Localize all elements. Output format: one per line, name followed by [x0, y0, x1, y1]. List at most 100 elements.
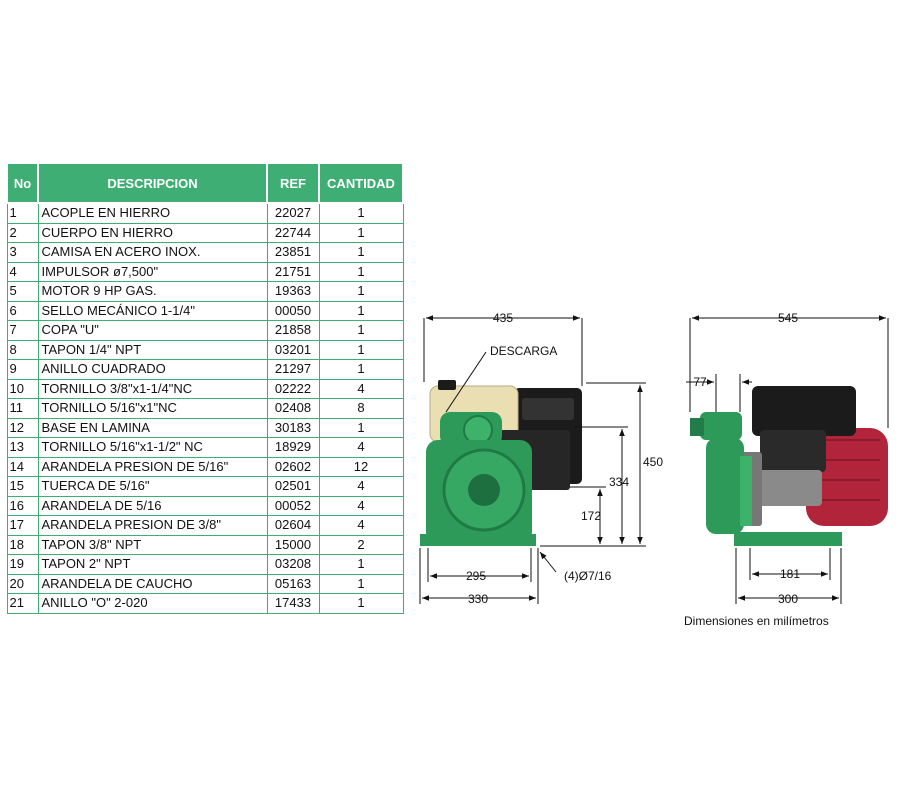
- table-header-row: No DESCRIPCION REF CANTIDAD: [6, 162, 404, 204]
- cell-no: 20: [6, 573, 39, 594]
- cell-ref: 22027: [266, 202, 320, 224]
- cell-description: COPA "U": [37, 320, 268, 341]
- engine-cover: [806, 428, 888, 526]
- pump-discharge-side: [700, 412, 742, 440]
- cell-quantity: 12: [318, 456, 404, 477]
- dim-base-outer-front: 330: [468, 592, 488, 606]
- cell-description: ARANDELA PRESION DE 3/8": [37, 515, 268, 536]
- cell-no: 8: [6, 339, 39, 360]
- cell-description: TUERCA DE 5/16": [37, 476, 268, 497]
- cell-quantity: 4: [318, 476, 404, 497]
- fuel-cap: [438, 380, 456, 390]
- dimensions-caption: Dimensiones en milímetros: [684, 614, 829, 628]
- cell-description: TAPON 1/4" NPT: [37, 339, 268, 360]
- cell-quantity: 1: [318, 222, 404, 243]
- dim-height-discharge: 334: [609, 475, 629, 489]
- dim-offset-side: 77: [693, 375, 707, 389]
- cell-no: 17: [6, 515, 39, 536]
- side-view: 545 77 181 300: [686, 311, 889, 606]
- dim-base-inner-side: 181: [780, 567, 800, 581]
- cell-description: TAPON 2" NPT: [37, 554, 268, 575]
- cell-no: 16: [6, 495, 39, 516]
- leader-line: [539, 551, 557, 573]
- label-discharge: DESCARGA: [490, 344, 557, 358]
- cell-no: 18: [6, 534, 39, 555]
- engine-crankcase: [752, 470, 822, 506]
- cover-vents: [816, 439, 880, 501]
- cell-quantity: 1: [318, 593, 404, 614]
- dim-height-total: 450: [643, 455, 663, 469]
- header-no: No: [6, 162, 39, 204]
- engine-detail: [522, 398, 574, 420]
- suction-inlet: [468, 474, 500, 506]
- cell-no: 14: [6, 456, 39, 477]
- cell-quantity: 4: [318, 437, 404, 458]
- cell-description: SELLO MECÁNICO 1-1/4": [37, 300, 268, 321]
- pump-base: [420, 534, 536, 546]
- cell-ref: 21751: [266, 261, 320, 282]
- dim-base-outer-side: 300: [778, 592, 798, 606]
- cell-description: TORNILLO 5/16"x1-1/2" NC: [37, 437, 268, 458]
- cell-no: 19: [6, 554, 39, 575]
- cell-quantity: 1: [318, 281, 404, 302]
- cell-no: 9: [6, 359, 39, 380]
- cell-quantity: 1: [318, 261, 404, 282]
- cell-no: 6: [6, 300, 39, 321]
- cell-quantity: 1: [318, 300, 404, 321]
- cell-description: ACOPLE EN HIERRO: [37, 202, 268, 224]
- cell-no: 1: [6, 202, 39, 224]
- cell-ref: 00052: [266, 495, 320, 516]
- cell-ref: 19363: [266, 281, 320, 302]
- cell-quantity: 1: [318, 359, 404, 380]
- cell-quantity: 4: [318, 378, 404, 399]
- cell-ref: 03201: [266, 339, 320, 360]
- dim-top-width-side: 545: [778, 311, 798, 325]
- discharge-flange-side: [690, 418, 704, 436]
- cell-quantity: 1: [318, 202, 404, 224]
- base-side: [734, 532, 842, 546]
- cell-quantity: 8: [318, 398, 404, 419]
- dim-holes: (4)Ø7/16: [564, 569, 612, 583]
- cell-ref: 02604: [266, 515, 320, 536]
- cell-quantity: 4: [318, 495, 404, 516]
- cell-ref: 02222: [266, 378, 320, 399]
- dim-base-inner-front: 295: [466, 569, 486, 583]
- engine-top: [752, 386, 856, 436]
- dim-height-axis: 172: [581, 509, 601, 523]
- cell-description: TAPON 3/8" NPT: [37, 534, 268, 555]
- cell-ref: 02501: [266, 476, 320, 497]
- header-ref: REF: [266, 162, 320, 204]
- cell-no: 11: [6, 398, 39, 419]
- discharge-flange: [463, 415, 493, 445]
- cell-no: 12: [6, 417, 39, 438]
- cell-no: 21: [6, 593, 39, 614]
- cell-description: ARANDELA DE CAUCHO: [37, 573, 268, 594]
- pump-body-side: [706, 438, 744, 534]
- engine-mid: [760, 430, 826, 472]
- cell-ref: 21297: [266, 359, 320, 380]
- front-view: 435 DESCARGA 450 334 172 295 330 (4)Ø7/1…: [419, 311, 663, 606]
- cell-no: 15: [6, 476, 39, 497]
- leader-line: [445, 351, 487, 413]
- cell-description: ARANDELA DE 5/16: [37, 495, 268, 516]
- cell-description: ARANDELA PRESION DE 5/16": [37, 456, 268, 477]
- cell-quantity: 1: [318, 573, 404, 594]
